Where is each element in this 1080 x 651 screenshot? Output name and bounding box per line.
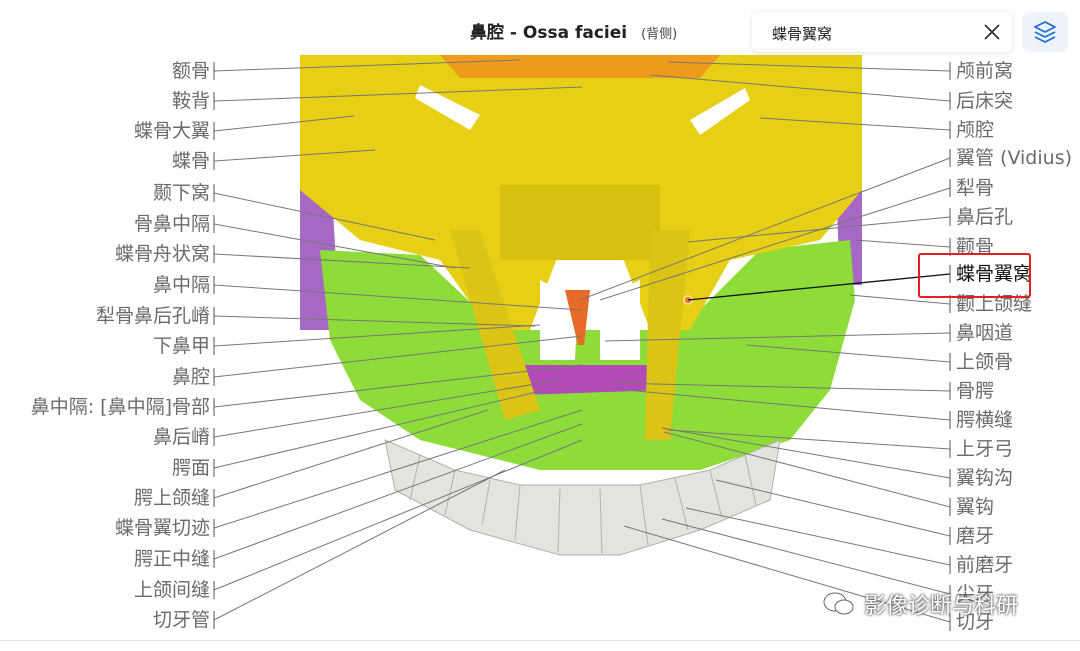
label-right-highlighted[interactable]: 蝶骨翼窝	[956, 263, 1033, 285]
label-left[interactable]: 上颌间缝	[133, 579, 210, 601]
label-right[interactable]: 腭横缝	[956, 409, 1014, 431]
choana-right	[600, 280, 640, 360]
label-right[interactable]: 前磨牙	[956, 554, 1014, 576]
label-right[interactable]: 鼻咽道	[956, 322, 1014, 344]
highlight-box	[918, 253, 1031, 298]
sphenoid-body	[500, 185, 660, 260]
label-left[interactable]: 鼻中隔	[152, 274, 210, 296]
label-right[interactable]: 犁骨	[956, 177, 995, 199]
label-left[interactable]: 腭上颌缝	[133, 487, 210, 509]
bottom-divider	[0, 640, 1080, 641]
close-icon	[984, 24, 1000, 40]
leader-line-highlighted	[687, 273, 951, 301]
label-right[interactable]: 颧骨	[956, 236, 995, 258]
leader-lines-left	[213, 59, 583, 621]
label-left[interactable]: 鼻中隔: [鼻中隔]骨部	[30, 396, 210, 418]
label-right[interactable]: 颧上颌缝	[956, 293, 1033, 315]
label-ticks	[213, 62, 951, 631]
layers-button[interactable]	[1022, 12, 1068, 52]
label-right[interactable]: 后床突	[956, 90, 1014, 112]
label-left[interactable]: 蝶骨大翼	[133, 120, 210, 142]
label-right[interactable]: 翼钩	[956, 496, 995, 518]
label-left[interactable]: 腭正中缝	[133, 548, 210, 570]
label-right[interactable]: 翼管 (Vidius)	[956, 147, 1073, 169]
label-right[interactable]: 上颌骨	[956, 351, 1014, 373]
page-header: 鼻腔 - Ossa faciei (背侧)	[470, 18, 677, 46]
frontal-bone	[440, 55, 720, 78]
orbit-opening-left	[415, 85, 480, 130]
label-right[interactable]: 切牙	[956, 611, 995, 633]
label-right[interactable]: 尖牙	[956, 583, 995, 605]
leader-lines-right	[579, 61, 951, 623]
label-left[interactable]: 额骨	[171, 60, 210, 82]
label-left[interactable]: 颞下窝	[152, 182, 210, 204]
vomer	[565, 290, 590, 345]
watermark: 影像诊断与科研	[822, 588, 1018, 620]
maxilla	[320, 240, 855, 470]
label-left[interactable]: 下鼻甲	[152, 335, 210, 357]
layers-icon	[1034, 21, 1056, 43]
label-left[interactable]: 切牙管	[152, 609, 210, 631]
label-left[interactable]: 鼻后嵴	[152, 426, 210, 448]
label-right[interactable]: 颅前窝	[956, 60, 1014, 82]
wechat-icon	[823, 592, 854, 615]
label-left[interactable]: 腭面	[171, 457, 210, 479]
label-left[interactable]: 蝶骨翼切迹	[114, 517, 210, 539]
label-right[interactable]: 磨牙	[956, 525, 995, 547]
clear-search-button[interactable]	[980, 20, 1004, 44]
view-label: (背侧)	[641, 27, 678, 42]
page-title: 鼻腔 - Ossa faciei	[470, 23, 628, 43]
label-left[interactable]: 鼻腔	[171, 366, 210, 388]
label-left[interactable]: 蝶骨舟状窝	[114, 243, 210, 265]
label-left[interactable]: 骨鼻中隔	[133, 213, 210, 235]
search-input[interactable]	[770, 20, 964, 46]
label-right[interactable]: 上牙弓	[956, 438, 1014, 460]
label-left[interactable]: 犁骨鼻后孔嵴	[95, 305, 210, 327]
label-right[interactable]: 颅腔	[956, 119, 995, 141]
tooth-outlines	[409, 454, 757, 555]
watermark-text: 影像诊断与科研	[864, 594, 1019, 619]
label-left[interactable]: 鞍背	[171, 90, 210, 112]
label-left[interactable]: 蝶骨	[171, 150, 210, 172]
search-box	[752, 12, 1012, 52]
label-right[interactable]: 翼钩沟	[956, 467, 1014, 489]
label-right[interactable]: 鼻后孔	[956, 206, 1014, 228]
orbit-opening-right	[690, 88, 750, 135]
bony-palate	[520, 365, 665, 395]
label-right[interactable]: 骨腭	[956, 380, 995, 402]
